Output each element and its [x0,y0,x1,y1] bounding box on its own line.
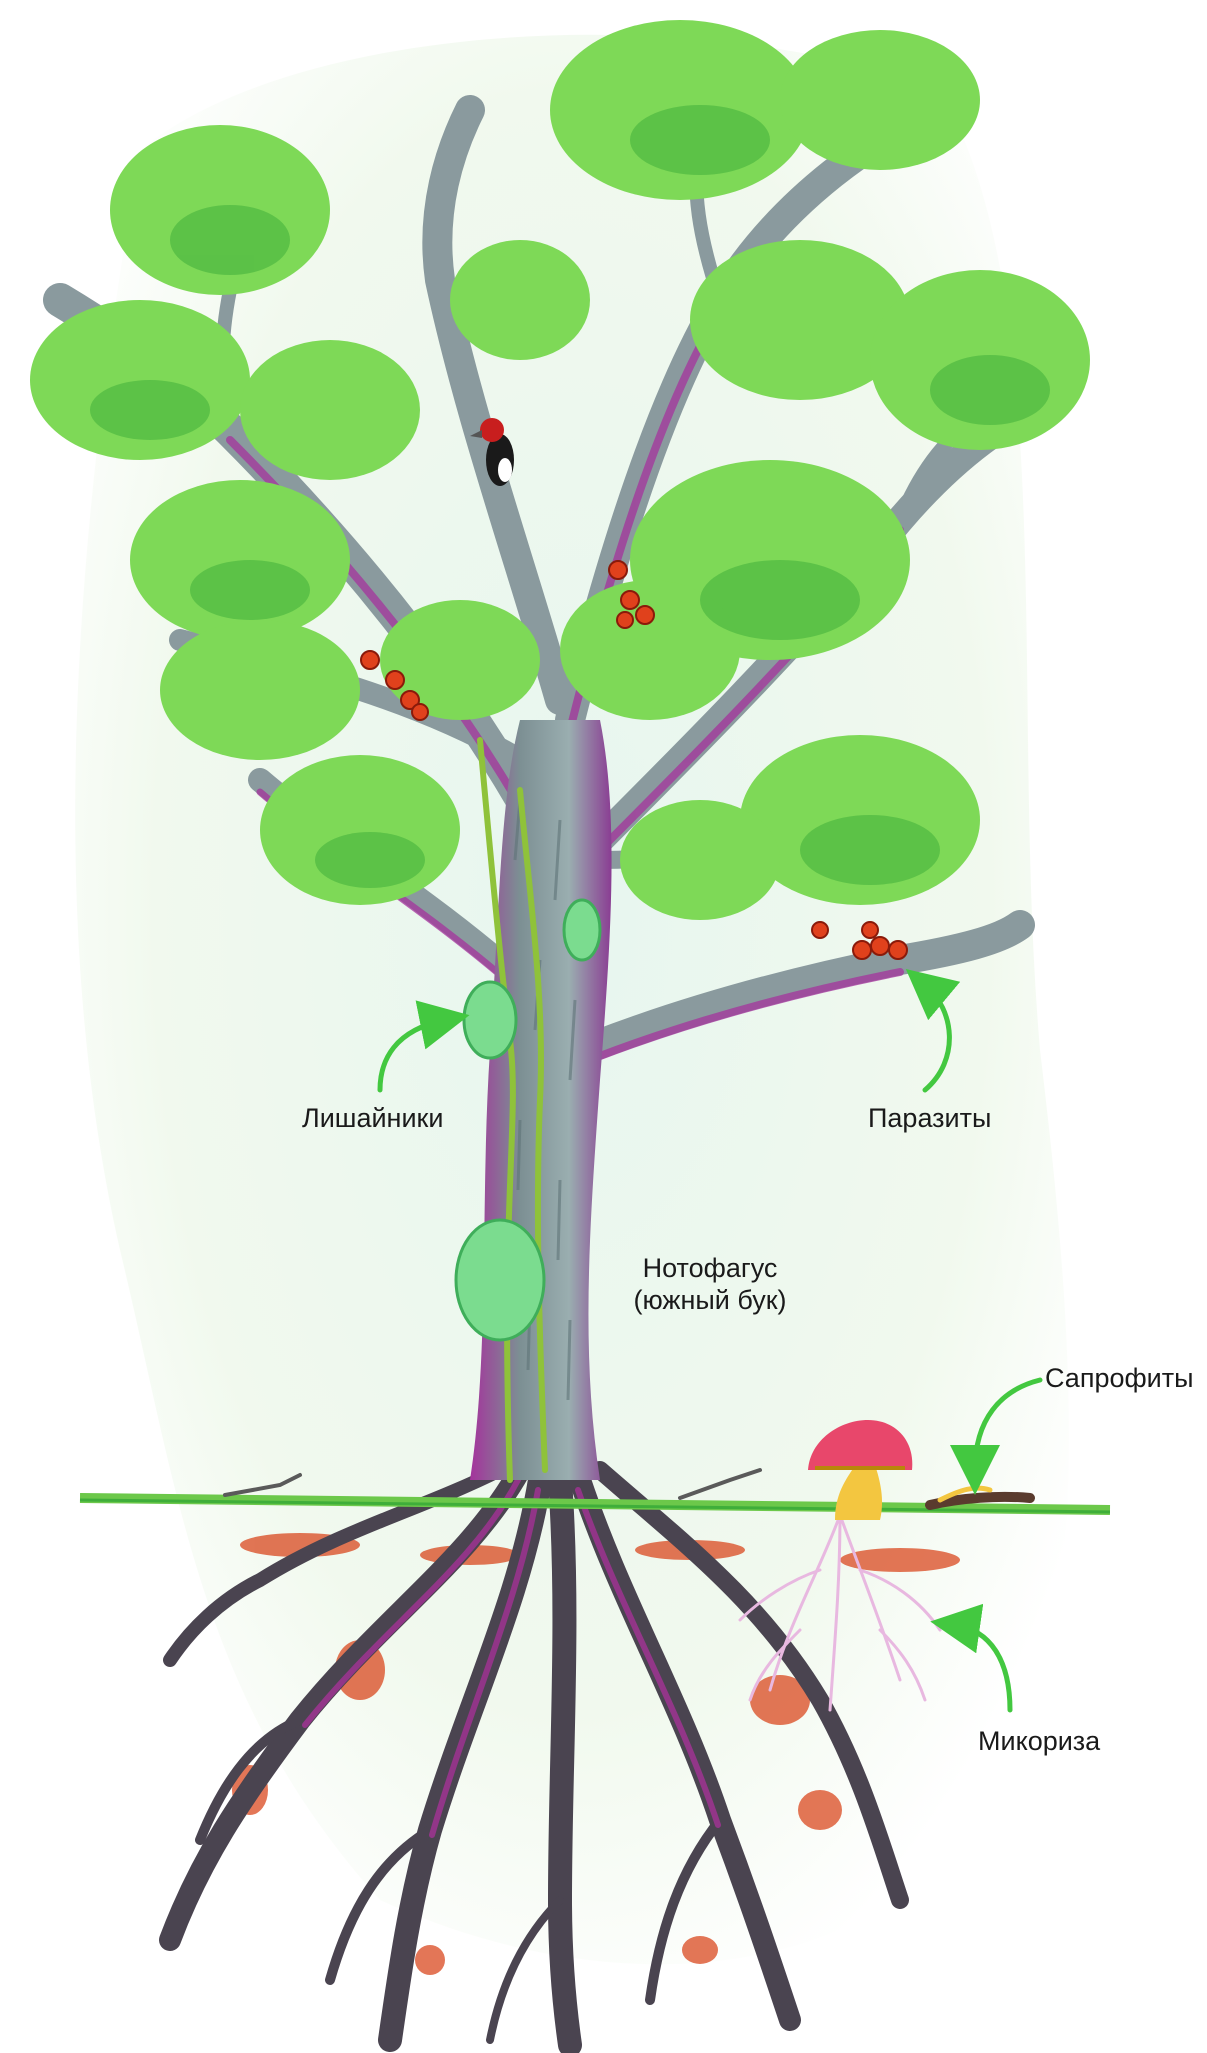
lichens-label: Лишайники [302,1102,443,1134]
tree-name-label: Нотофагус (южный бук) [620,1252,800,1317]
tree-name-line1: Нотофагус [620,1252,800,1284]
parasites-label: Паразиты [868,1102,991,1134]
mycorrhiza-label: Микориза [978,1725,1100,1757]
tree-name-line2: (южный бук) [620,1284,800,1316]
saprophytes-label: Сапрофиты [1045,1362,1194,1394]
